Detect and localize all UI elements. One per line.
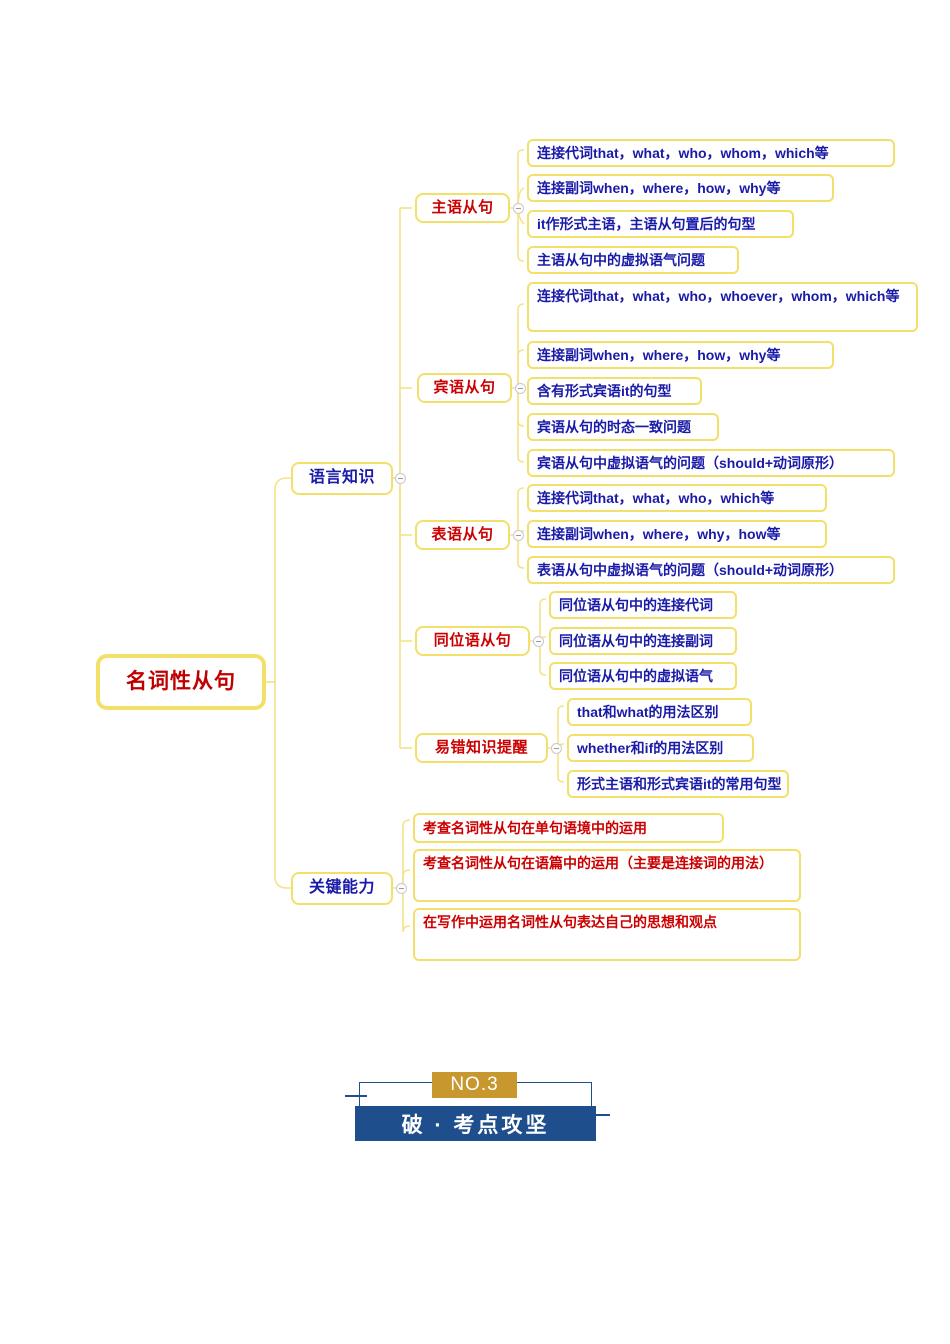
leaf-node[interactable]: 含有形式宾语it的句型 bbox=[527, 377, 702, 405]
leaf-node[interactable]: 连接副词when，where，how，why等 bbox=[527, 341, 834, 369]
leaf-node-label: 形式主语和形式宾语it的常用句型 bbox=[577, 775, 782, 792]
collapse-toggle-subject-clause[interactable] bbox=[513, 203, 524, 214]
leaf-node[interactable]: 宾语从句中虚拟语气的问题（should+动词原形） bbox=[527, 449, 895, 477]
banner-tick-right bbox=[588, 1114, 610, 1116]
leaf-node[interactable]: whether和if的用法区别 bbox=[567, 734, 754, 762]
leaf-node[interactable]: 考查名词性从句在语篇中的运用（主要是连接词的用法） bbox=[413, 849, 801, 902]
collapse-toggle-language-knowledge[interactable] bbox=[395, 473, 406, 484]
category-node-common-mistakes[interactable]: 易错知识提醒 bbox=[415, 733, 548, 763]
leaf-node[interactable]: 同位语从句中的虚拟语气 bbox=[549, 662, 737, 690]
leaf-node-label: 宾语从句中虚拟语气的问题（should+动词原形） bbox=[537, 454, 844, 471]
branch-node-label: 语言知识 bbox=[308, 469, 375, 487]
collapse-toggle-key-ability[interactable] bbox=[396, 883, 407, 894]
leaf-node[interactable]: 在写作中运用名词性从句表达自己的思想和观点 bbox=[413, 908, 801, 961]
category-node-label: 同位语从句 bbox=[433, 632, 512, 650]
leaf-node[interactable]: 连接副词when，where，why，how等 bbox=[527, 520, 827, 548]
leaf-node-label: 在写作中运用名词性从句表达自己的思想和观点 bbox=[423, 914, 717, 930]
leaf-node[interactable]: 主语从句中的虚拟语气问题 bbox=[527, 246, 739, 274]
leaf-node[interactable]: 连接副词when，where，how，why等 bbox=[527, 174, 834, 202]
leaf-node-label: 连接代词that，what，who，whom，which等 bbox=[537, 144, 829, 161]
leaf-node-label: 连接代词that，what，who，whoever，whom，which等 bbox=[537, 288, 900, 304]
leaf-node[interactable]: 形式主语和形式宾语it的常用句型 bbox=[567, 770, 789, 798]
root-node[interactable]: 名词性从句 bbox=[96, 654, 266, 710]
root-node-label: 名词性从句 bbox=[126, 669, 236, 693]
leaf-node-label: 连接副词when，where，why，how等 bbox=[537, 525, 781, 542]
category-node-label: 主语从句 bbox=[431, 199, 494, 217]
branch-node-language-knowledge[interactable]: 语言知识 bbox=[291, 462, 393, 495]
leaf-node-label: whether和if的用法区别 bbox=[577, 739, 724, 756]
section-banner: NO.3 破 · 考点攻坚 bbox=[0, 1068, 950, 1158]
banner-number-label: NO.3 bbox=[450, 1074, 499, 1095]
leaf-node-label: 考查名词性从句在单句语境中的运用 bbox=[423, 819, 647, 836]
leaf-node-label: 同位语从句中的虚拟语气 bbox=[559, 667, 713, 684]
leaf-node-label: 连接副词when，where，how，why等 bbox=[537, 346, 781, 363]
leaf-node[interactable]: 连接代词that，what，who，which等 bbox=[527, 484, 827, 512]
collapse-toggle-object-clause[interactable] bbox=[515, 383, 526, 394]
leaf-node[interactable]: 连接代词that，what，who，whoever，whom，which等 bbox=[527, 282, 918, 332]
banner-title-label: 破 · 考点攻坚 bbox=[401, 1113, 550, 1137]
collapse-toggle-common-mistakes[interactable] bbox=[551, 743, 562, 754]
category-node-predicative-clause[interactable]: 表语从句 bbox=[415, 520, 510, 550]
leaf-node[interactable]: 同位语从句中的连接副词 bbox=[549, 627, 737, 655]
leaf-node[interactable]: 考查名词性从句在单句语境中的运用 bbox=[413, 813, 724, 843]
leaf-node[interactable]: 宾语从句的时态一致问题 bbox=[527, 413, 719, 441]
category-node-object-clause[interactable]: 宾语从句 bbox=[417, 373, 512, 403]
category-node-appositive-clause[interactable]: 同位语从句 bbox=[415, 626, 530, 656]
leaf-node-label: 宾语从句的时态一致问题 bbox=[537, 418, 691, 435]
collapse-toggle-appositive-clause[interactable] bbox=[533, 636, 544, 647]
category-node-label: 宾语从句 bbox=[433, 379, 496, 397]
leaf-node-label: 连接代词that，what，who，which等 bbox=[537, 489, 775, 506]
category-node-label: 表语从句 bbox=[431, 526, 494, 544]
leaf-node-label: 连接副词when，where，how，why等 bbox=[537, 179, 781, 196]
leaf-node-label: 同位语从句中的连接代词 bbox=[559, 596, 713, 613]
leaf-node-label: 含有形式宾语it的句型 bbox=[537, 382, 672, 399]
banner-tick-left bbox=[345, 1095, 367, 1097]
banner-number-badge: NO.3 bbox=[432, 1072, 517, 1098]
leaf-node-label: 考查名词性从句在语篇中的运用（主要是连接词的用法） bbox=[423, 855, 773, 871]
leaf-node[interactable]: 连接代词that，what，who，whom，which等 bbox=[527, 139, 895, 167]
leaf-node[interactable]: it作形式主语，主语从句置后的句型 bbox=[527, 210, 794, 238]
leaf-node-label: 同位语从句中的连接副词 bbox=[559, 632, 713, 649]
collapse-toggle-predicative-clause[interactable] bbox=[513, 530, 524, 541]
leaf-node[interactable]: that和what的用法区别 bbox=[567, 698, 752, 726]
leaf-node-label: 表语从句中虚拟语气的问题（should+动词原形） bbox=[537, 561, 844, 578]
branch-node-label: 关键能力 bbox=[308, 879, 375, 897]
leaf-node-label: it作形式主语，主语从句置后的句型 bbox=[537, 215, 756, 232]
leaf-node-label: that和what的用法区别 bbox=[577, 703, 719, 720]
category-node-subject-clause[interactable]: 主语从句 bbox=[415, 193, 510, 223]
leaf-node[interactable]: 表语从句中虚拟语气的问题（should+动词原形） bbox=[527, 556, 895, 584]
category-node-label: 易错知识提醒 bbox=[434, 739, 528, 757]
banner-title-bar: 破 · 考点攻坚 bbox=[355, 1106, 596, 1141]
leaf-node-label: 主语从句中的虚拟语气问题 bbox=[537, 251, 705, 268]
leaf-node[interactable]: 同位语从句中的连接代词 bbox=[549, 591, 737, 619]
branch-node-key-ability[interactable]: 关键能力 bbox=[291, 872, 393, 905]
